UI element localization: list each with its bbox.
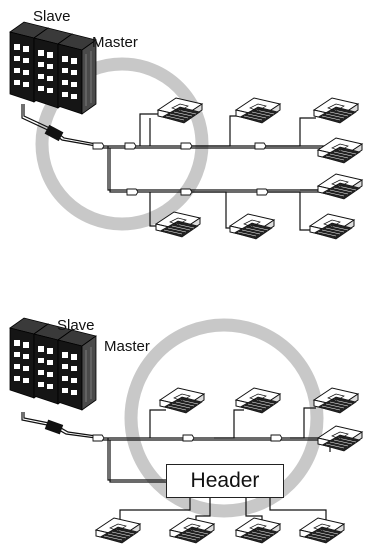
header-box: Header	[166, 464, 284, 498]
header-label: Header	[190, 469, 260, 492]
diagram-2-ring	[124, 318, 324, 518]
diagram-1-outdoor-units	[9, 21, 97, 115]
diagram-2-master-label: Master	[104, 338, 150, 355]
diagram-1-indoor-units	[155, 97, 363, 240]
diagram-1-slave-label: Slave	[33, 8, 71, 25]
diagram-1-master-label: Master	[92, 34, 138, 51]
diagram-1-joints	[44, 124, 269, 196]
diagram-1	[9, 21, 363, 240]
diagram-2-slave-label: Slave	[57, 317, 95, 334]
diagram-1-ring	[35, 57, 209, 231]
diagram-2-joints	[44, 419, 283, 442]
diagram-2	[9, 317, 363, 544]
